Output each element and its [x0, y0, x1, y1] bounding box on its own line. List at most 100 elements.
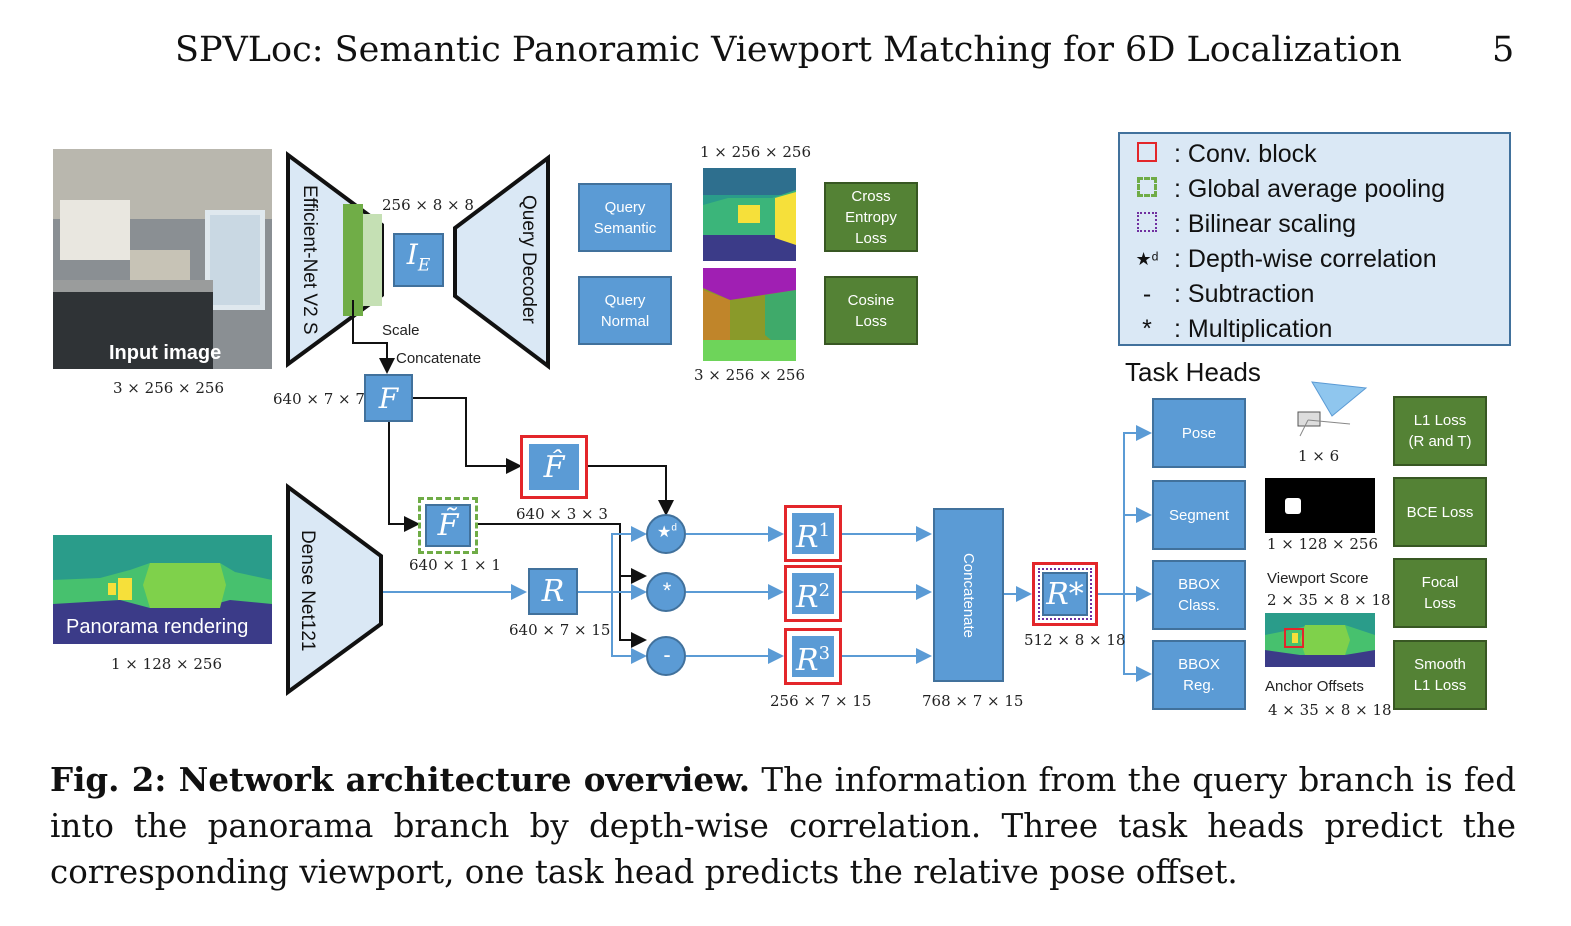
- bbox-class-head: BBOX Class.: [1152, 560, 1246, 630]
- input-image-label: Input image: [109, 342, 222, 364]
- subtraction-icon: -: [1142, 280, 1152, 308]
- focal-line-1: Focal: [1421, 574, 1459, 591]
- viewport-score-image: [1265, 613, 1375, 667]
- scale-label: Scale: [382, 322, 420, 339]
- bbox-class-line-2: Class.: [1178, 597, 1220, 614]
- bilinear-scaling-icon: [1134, 210, 1160, 239]
- efficientnet-label: Efficient-Net V2 S: [299, 185, 320, 335]
- concatenate-block-label: Concatenate: [960, 552, 978, 638]
- f-tilde-pooling-block: F̃: [418, 497, 478, 554]
- query-normal-line-2: Normal: [600, 312, 650, 330]
- r-feature-block: R: [528, 568, 578, 615]
- panorama-dim: 1 × 128 × 256: [111, 655, 223, 673]
- legend-bilinear-label: : Bilinear scaling: [1174, 210, 1357, 238]
- global-pooling-icon: [1134, 175, 1160, 204]
- subtraction-operator: -: [663, 642, 671, 667]
- l1-line-2: (R and T): [1408, 433, 1472, 450]
- bbox-reg-line-1: BBOX: [1178, 656, 1220, 673]
- semantic-dim: 1 × 256 × 256: [700, 143, 812, 161]
- legend-sub: -: Subtraction: [1134, 277, 1315, 312]
- legend-bilinear: : Bilinear scaling: [1134, 207, 1356, 242]
- concatenate-label: Concatenate: [396, 350, 482, 367]
- legend-mul-label: : Multiplication: [1174, 315, 1333, 343]
- legend-gap-label: : Global average pooling: [1174, 175, 1446, 203]
- pose-dim: 1 × 6: [1298, 447, 1340, 465]
- input-image-photo: [53, 149, 272, 369]
- bbox-class-line-1: BBOX: [1178, 576, 1220, 593]
- viewport-dim: 2 × 35 × 8 × 18: [1267, 591, 1391, 609]
- caption-text: The information from the query branch is…: [50, 761, 1516, 891]
- panorama-rendering: [53, 535, 272, 644]
- query-normal-image: [703, 268, 796, 361]
- depthwise-correlation-operator: ★d: [652, 522, 682, 542]
- cos-line-1: Cosine: [847, 291, 895, 309]
- f-hat-dim: 640 × 3 × 3: [516, 505, 608, 523]
- query-decoder-label: Query Decoder: [518, 195, 539, 324]
- multiplication-icon: *: [1142, 315, 1152, 343]
- ie-dim: 256 × 8 × 8: [382, 196, 474, 214]
- cos-line-2: Loss: [855, 312, 887, 330]
- panorama-label: Panorama rendering: [66, 616, 249, 638]
- l1-line-1: L1 Loss: [1413, 412, 1467, 429]
- smooth-line-2: L1 Loss: [1413, 677, 1467, 694]
- focal-line-2: Loss: [1424, 595, 1456, 612]
- r-star-conv-block: R*: [1032, 562, 1098, 626]
- figure-caption: Fig. 2: Network architecture overview. T…: [50, 757, 1516, 895]
- f-tilde-dim: 640 × 1 × 1: [409, 556, 501, 574]
- smooth-l1-loss-block: Smooth L1 Loss: [1393, 640, 1487, 710]
- corr-star: ★: [657, 524, 672, 541]
- query-normal-line-1: Query: [604, 291, 646, 309]
- ce-line-3: Loss: [855, 229, 887, 247]
- multiplication-operator: *: [662, 578, 672, 603]
- f-dim: 640 × 7 × 7: [273, 390, 365, 408]
- legend-sub-label: : Subtraction: [1174, 280, 1315, 308]
- bbox-reg-head: BBOX Reg.: [1152, 640, 1246, 710]
- r2-sup: 2: [818, 579, 831, 601]
- r2-conv-block: R2: [784, 565, 842, 622]
- query-semantic-line-1: Query: [604, 198, 646, 216]
- pose-head: Pose: [1152, 398, 1246, 468]
- task-heads-title: Task Heads: [1125, 357, 1261, 387]
- corr-sup: d: [671, 522, 677, 534]
- bbox-reg-line-2: Reg.: [1183, 677, 1215, 694]
- viewport-score-label: Viewport Score: [1267, 570, 1369, 587]
- legend-corr-label: : Depth-wise correlation: [1174, 245, 1437, 273]
- smooth-line-1: Smooth: [1414, 656, 1466, 673]
- bce-loss-block: BCE Loss: [1393, 477, 1487, 547]
- densenet-encoder-shape: [286, 483, 383, 696]
- query-decoder-shape: [453, 153, 550, 371]
- bce-line-1: BCE Loss: [1406, 503, 1474, 521]
- anchor-offsets-label: Anchor Offsets: [1265, 678, 1364, 695]
- segment-head: Segment: [1152, 480, 1246, 550]
- l1-loss-block: L1 Loss (R and T): [1393, 396, 1487, 466]
- ce-line-2: Entropy: [845, 208, 897, 226]
- page-number: 5: [1492, 30, 1515, 70]
- query-semantic-line-2: Semantic: [593, 219, 657, 237]
- pose-head-label: Pose: [1181, 424, 1217, 442]
- input-image-dim: 3 × 256 × 256: [113, 379, 225, 397]
- densenet-label: Dense Net121: [297, 530, 318, 652]
- segment-output-image: [1265, 478, 1375, 533]
- query-semantic-image: [703, 168, 796, 261]
- legend: : Conv. block : Global average pooling :…: [1118, 132, 1511, 346]
- legend-gap: : Global average pooling: [1134, 172, 1445, 207]
- r3-sup: 3: [818, 642, 831, 664]
- concatenate-block: Concatenate: [933, 508, 1004, 682]
- caption-prefix: Fig. 2: Network architecture overview.: [50, 760, 751, 799]
- legend-conv: : Conv. block: [1134, 137, 1317, 172]
- r123-dim: 256 × 7 × 15: [770, 692, 872, 710]
- ie-feature-block: IE: [393, 233, 444, 287]
- anchor-dim: 4 × 35 × 8 × 18: [1268, 701, 1392, 719]
- segment-head-label: Segment: [1168, 506, 1230, 524]
- running-title: SPVLoc: Semantic Panoramic Viewport Matc…: [175, 30, 1402, 70]
- normal-dim: 3 × 256 × 256: [694, 366, 806, 384]
- r1-conv-block: R1: [784, 505, 842, 562]
- legend-conv-label: : Conv. block: [1174, 140, 1317, 168]
- segment-dim: 1 × 128 × 256: [1267, 535, 1379, 553]
